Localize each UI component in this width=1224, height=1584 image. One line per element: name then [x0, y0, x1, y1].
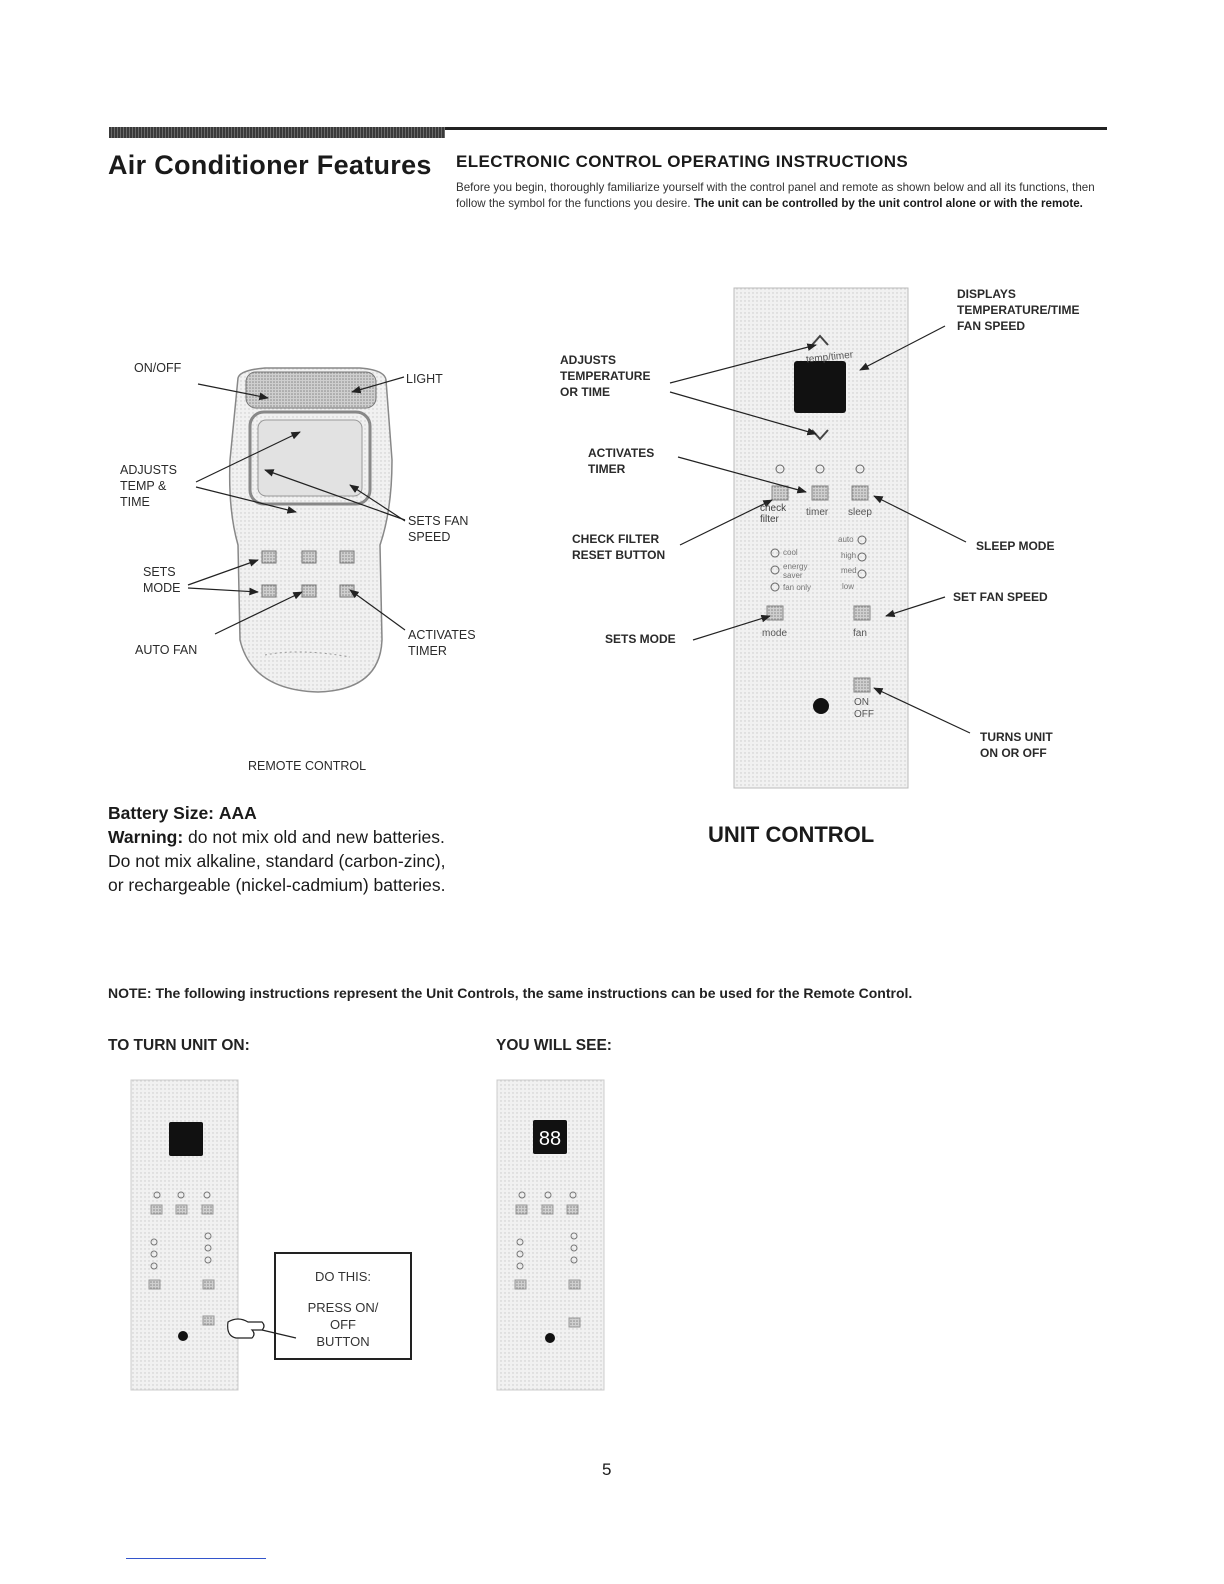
panel-text-mode: mode — [762, 626, 787, 642]
warning-text: do not mix old and new batteries. — [188, 827, 445, 847]
do-this-box: DO THIS: PRESS ON/ OFF BUTTON — [274, 1252, 412, 1360]
display-readout: 88 — [539, 1128, 561, 1150]
panel-text-timer: timer — [806, 505, 828, 521]
do-this-label: DO THIS: — [276, 1268, 410, 1285]
label-sets-mode: SETS MODE — [143, 564, 181, 596]
battery-size-value: AAA — [219, 803, 257, 823]
panel-text-med: med — [841, 566, 857, 575]
label-set-fan-speed: SET FAN SPEED — [953, 589, 1048, 605]
warning-label: Warning: — [108, 827, 183, 847]
panel-text-high: high — [841, 551, 856, 560]
turn-unit-on-heading: TO TURN UNIT ON: — [108, 1037, 250, 1055]
label-sets-mode-unit: SETS MODE — [605, 631, 676, 647]
panel-text-fan: fan — [853, 626, 867, 642]
label-adjusts-temp-time: ADJUSTS TEMP & TIME — [120, 462, 177, 510]
panel-text-fan-only: fan only — [783, 583, 811, 592]
panel-text-auto: auto — [838, 535, 854, 544]
note-text: NOTE: The following instructions represe… — [108, 985, 912, 1001]
label-adjusts-temperature: ADJUSTS TEMPERATURE OR TIME — [560, 352, 650, 400]
small-panel-you-will-see: 88 — [497, 1080, 604, 1390]
panel-text-sleep: sleep — [848, 505, 872, 521]
label-auto-fan: AUTO FAN — [135, 642, 197, 658]
label-turns-unit: TURNS UNIT ON OR OFF — [980, 729, 1053, 761]
label-check-filter: CHECK FILTER RESET BUTTON — [572, 531, 665, 563]
battery-line-3: or rechargeable (nickel-cadmium) batteri… — [108, 873, 528, 897]
panel-text-low: low — [842, 582, 854, 591]
battery-info: Battery Size: AAA Warning: do not mix ol… — [108, 801, 528, 897]
page-number: 5 — [602, 1460, 611, 1480]
panel-text-on-off: ON OFF — [854, 697, 874, 721]
panel-text-energy-saver: energy saver — [783, 562, 807, 580]
do-this-action: PRESS ON/ OFF BUTTON — [276, 1299, 410, 1350]
remote-caption: REMOTE CONTROL — [248, 758, 366, 774]
label-light: LIGHT — [406, 371, 443, 387]
label-activates-timer-remote: ACTIVATES TIMER — [408, 627, 476, 659]
unit-control-title: UNIT CONTROL — [708, 822, 874, 848]
label-displays: DISPLAYS TEMPERATURE/TIME FAN SPEED — [957, 286, 1079, 334]
battery-size-label: Battery Size: — [108, 803, 214, 823]
footer-line — [126, 1558, 266, 1559]
you-will-see-heading: YOU WILL SEE: — [496, 1037, 612, 1055]
battery-line-2: Do not mix alkaline, standard (carbon-zi… — [108, 849, 528, 873]
label-sleep-mode: SLEEP MODE — [976, 538, 1054, 554]
pointing-hand-icon — [228, 1319, 264, 1338]
panel-text-cool: cool — [783, 548, 798, 557]
panel-text-check-filter: check filter — [760, 503, 786, 525]
small-panel-turn-on — [131, 1080, 296, 1390]
label-sets-fan-speed: SETS FAN SPEED — [408, 513, 468, 545]
remote-control-illustration — [230, 368, 392, 692]
label-activates-timer-unit: ACTIVATES TIMER — [588, 445, 654, 477]
label-on-off: ON/OFF — [134, 360, 181, 376]
